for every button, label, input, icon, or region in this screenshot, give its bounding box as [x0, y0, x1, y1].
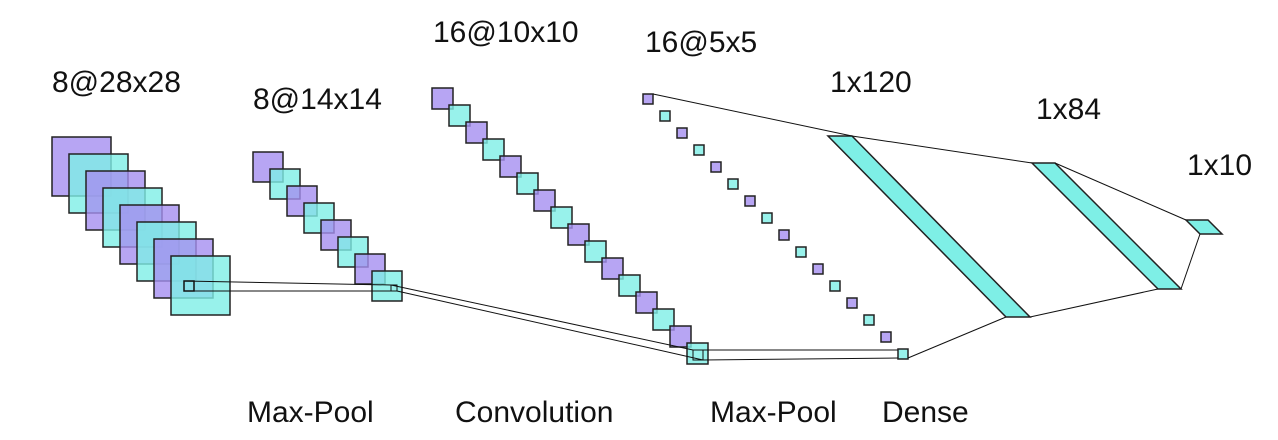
conv2-layer-map-5 — [499, 155, 522, 178]
conv2-layer-map-13 — [635, 291, 658, 314]
conv2-layer-map-10 — [584, 240, 607, 263]
conv2-layer-map-7 — [533, 189, 556, 212]
conv2-layer-map-12 — [618, 274, 641, 297]
connection-pool1-conv2-b — [396, 290, 704, 361]
connection-pool1-conv2-a — [390, 284, 694, 351]
conv2-layer-map-1 — [431, 87, 454, 110]
op-label-maxpool-1: Max-Pool — [247, 396, 374, 429]
connection-pool2-dense1-top — [652, 93, 853, 137]
pool2-layer-map-9 — [778, 229, 790, 241]
connection-dense1-dense2-bottom — [1029, 288, 1159, 318]
pool2-layer-map-14 — [863, 314, 875, 326]
connection-conv2-pool2-b — [702, 357, 899, 361]
connection-input-pool1-a — [183, 280, 392, 286]
connection-dense2-output-bottom — [1180, 233, 1201, 290]
pool2-layer-map-7 — [744, 195, 756, 207]
conv2-layer-map-11 — [601, 257, 624, 280]
conv2-layer-map-2 — [448, 104, 471, 127]
connection-dense1-dense2-top — [851, 135, 1033, 164]
layer-label-pool2: 16@5x5 — [645, 26, 758, 59]
dense1-vector — [826, 135, 1032, 318]
pool2-layer-map-5 — [710, 161, 722, 173]
conv2-layer-map-8 — [550, 206, 573, 229]
layer-label-input: 8@28x28 — [52, 66, 181, 99]
pool2-layer-map-12 — [829, 280, 841, 292]
layer-label-conv2: 16@10x10 — [433, 16, 579, 49]
layer-label-output: 1x10 — [1187, 149, 1253, 182]
pool2-layer-map-11 — [812, 263, 824, 275]
conv2-layer-map-16 — [686, 342, 709, 365]
dense2-vector — [1030, 162, 1183, 290]
pool2-layer-map-3 — [676, 127, 688, 139]
layer-label-dense2: 1x84 — [1036, 93, 1102, 126]
conv2-layer-map-6 — [516, 172, 539, 195]
conv2-layer-map-3 — [465, 121, 488, 144]
connection-dense2-output-top — [1054, 162, 1187, 221]
pool2-layer-map-10 — [795, 246, 807, 258]
pool2-layer-map-16 — [897, 348, 909, 360]
op-label-maxpool-2: Max-Pool — [710, 396, 837, 429]
conv2-layer-map-9 — [567, 223, 590, 246]
layer-label-pool1: 8@14x14 — [253, 83, 382, 116]
op-label-convolution: Convolution — [455, 396, 614, 429]
connection-pool2-dense1-bottom — [907, 316, 1007, 359]
input-layer-map-8 — [170, 255, 231, 316]
pool1-layer-map-4 — [303, 202, 335, 234]
conv2-kernel-window — [692, 349, 704, 361]
pool2-layer-map-13 — [846, 297, 858, 309]
layer-label-dense1: 1x120 — [830, 66, 912, 99]
pool2-layer-map-15 — [880, 331, 892, 343]
op-label-dense: Dense — [882, 396, 969, 429]
pool2-layer-map-1 — [642, 93, 654, 105]
pool2-layer-map-6 — [727, 178, 739, 190]
conv2-layer-map-14 — [652, 308, 675, 331]
pool2-layer-map-4 — [693, 144, 705, 156]
pool2-layer-map-8 — [761, 212, 773, 224]
conv2-layer-map-4 — [482, 138, 505, 161]
pool2-layer-map-2 — [659, 110, 671, 122]
output-vector — [1184, 219, 1224, 235]
